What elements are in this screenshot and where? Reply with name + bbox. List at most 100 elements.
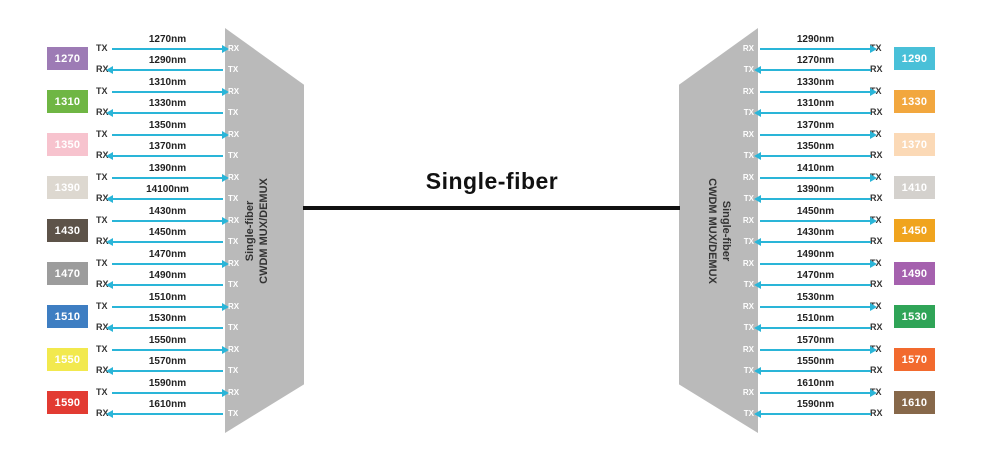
mux-rx-port-label: RX <box>742 130 754 139</box>
channel-box-label: 1510 <box>54 310 81 323</box>
channel-box: 1270 <box>47 47 88 70</box>
rx-arrow <box>106 410 223 418</box>
channel-box: 1610 <box>894 391 935 414</box>
tx-arrow <box>112 303 229 311</box>
rx-wavelength-label: 1290nm <box>148 55 187 66</box>
tx-wavelength-label: 1510nm <box>148 292 187 303</box>
tx-arrow <box>112 346 229 354</box>
rx-arrow <box>106 152 223 160</box>
transceiver-rx-label: RX <box>96 279 109 289</box>
transceiver-rx-label: RX <box>96 408 109 418</box>
fiber-title: Single-fiber <box>425 168 559 194</box>
transceiver-rx-label: RX <box>96 64 109 74</box>
mux-tx-port-label: TX <box>743 65 754 74</box>
transceiver-rx-label: RX <box>870 408 883 418</box>
rx-wavelength-label: 1450nm <box>148 227 187 238</box>
rx-arrow <box>754 152 871 160</box>
transceiver-rx-label: RX <box>870 64 883 74</box>
tx-wavelength-label: 1570nm <box>796 335 835 346</box>
tx-wavelength-label: 1450nm <box>796 206 835 217</box>
mux-rx-port-label: RX <box>742 216 754 225</box>
channel-box: 1470 <box>47 262 88 285</box>
mux-tx-port-label: TX <box>743 323 754 332</box>
transceiver-tx-label: TX <box>96 301 108 311</box>
channel-box-label: 1530 <box>901 310 928 323</box>
tx-wavelength-label: 1330nm <box>796 77 835 88</box>
rx-arrow <box>106 66 223 74</box>
mux-tx-port-label: TX <box>228 194 239 203</box>
rx-arrow <box>754 238 871 246</box>
rx-wavelength-label: 14100nm <box>146 184 189 195</box>
channel-box-label: 1610 <box>901 396 928 409</box>
mux-tx-port-label: TX <box>228 280 239 289</box>
mux-rx-port-label: RX <box>742 302 754 311</box>
tx-arrow <box>760 217 877 225</box>
tx-arrow <box>760 346 877 354</box>
rx-arrow <box>754 281 871 289</box>
transceiver-rx-label: RX <box>96 193 109 203</box>
tx-arrow <box>112 45 229 53</box>
channel-box-label: 1270 <box>54 52 81 65</box>
channel-box: 1410 <box>894 176 935 199</box>
rx-wavelength-label: 1430nm <box>796 227 835 238</box>
tx-wavelength-label: 1410nm <box>796 163 835 174</box>
rx-wavelength-label: 1330nm <box>148 98 187 109</box>
channel-box-label: 1490 <box>901 267 928 280</box>
channel-box-label: 1430 <box>54 224 81 237</box>
left-mux-vertical-label: Single-fiber CWDM MUX/DEMUX <box>243 176 273 286</box>
transceiver-tx-label: TX <box>96 258 108 268</box>
tx-wavelength-label: 1390nm <box>148 163 187 174</box>
right-mux-label-line1: Single-fiber <box>720 200 732 262</box>
transceiver-rx-label: RX <box>96 107 109 117</box>
rx-arrow <box>106 195 223 203</box>
tx-arrow <box>760 389 877 397</box>
tx-wavelength-label: 1370nm <box>796 120 835 131</box>
mux-tx-port-label: TX <box>228 65 239 74</box>
tx-wavelength-label: 1270nm <box>148 34 187 45</box>
tx-wavelength-label: 1610nm <box>796 378 835 389</box>
channel-box-label: 1570 <box>901 353 928 366</box>
channel-box: 1450 <box>894 219 935 242</box>
channel-box-label: 1370 <box>901 138 928 151</box>
transceiver-rx-label: RX <box>96 365 109 375</box>
transceiver-rx-label: RX <box>870 322 883 332</box>
mux-tx-port-label: TX <box>743 280 754 289</box>
channel-box: 1590 <box>47 391 88 414</box>
mux-rx-port-label: RX <box>228 388 240 397</box>
transceiver-tx-label: TX <box>96 172 108 182</box>
tx-arrow <box>112 88 229 96</box>
channel-box-label: 1330 <box>901 95 928 108</box>
tx-arrow <box>112 260 229 268</box>
transceiver-tx-label: TX <box>96 129 108 139</box>
rx-wavelength-label: 1590nm <box>796 399 835 410</box>
channel-box: 1310 <box>47 90 88 113</box>
channel-box: 1390 <box>47 176 88 199</box>
rx-arrow <box>754 66 871 74</box>
transceiver-tx-label: TX <box>96 387 108 397</box>
mux-tx-port-label: TX <box>228 237 239 246</box>
mux-rx-port-label: RX <box>228 216 240 225</box>
transceiver-rx-label: RX <box>870 193 883 203</box>
tx-wavelength-label: 1290nm <box>796 34 835 45</box>
transceiver-rx-label: RX <box>870 279 883 289</box>
right-mux-vertical-label: Single-fiber CWDM MUX/DEMUX <box>703 176 733 286</box>
mux-rx-port-label: RX <box>742 173 754 182</box>
left-mux-label-line1: Single-fiber <box>244 200 256 262</box>
rx-wavelength-label: 1390nm <box>796 184 835 195</box>
fiber-line <box>303 206 680 210</box>
rx-wavelength-label: 1570nm <box>148 356 187 367</box>
transceiver-tx-label: TX <box>96 215 108 225</box>
channel-box: 1570 <box>894 348 935 371</box>
transceiver-rx-label: RX <box>870 150 883 160</box>
mux-rx-port-label: RX <box>228 259 240 268</box>
rx-wavelength-label: 1610nm <box>148 399 187 410</box>
rx-wavelength-label: 1550nm <box>796 356 835 367</box>
tx-arrow <box>760 260 877 268</box>
channel-box-label: 1350 <box>54 138 81 151</box>
channel-box-label: 1450 <box>901 224 928 237</box>
channel-box: 1430 <box>47 219 88 242</box>
rx-wavelength-label: 1350nm <box>796 141 835 152</box>
tx-wavelength-label: 1490nm <box>796 249 835 260</box>
channel-box: 1350 <box>47 133 88 156</box>
transceiver-rx-label: RX <box>870 107 883 117</box>
